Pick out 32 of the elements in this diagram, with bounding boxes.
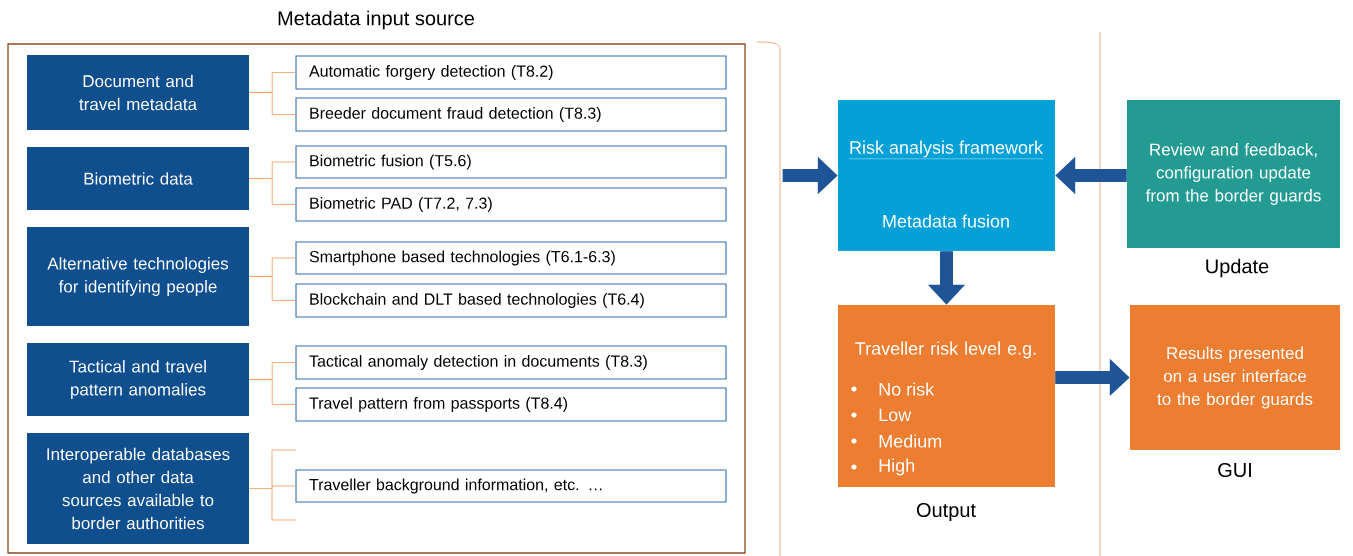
caption-label: GUI (1218, 462, 1251, 478)
node-label: High (879, 458, 915, 476)
category-box: Alternative technologies for identifying people (27, 227, 249, 326)
node-label: Metadata input source (278, 10, 475, 30)
node-label: Low (879, 408, 912, 422)
source-box: Smartphone based technologies (T6.1-6.3) (295, 241, 727, 275)
result-box: Results presented on a user interface to the border guards (1130, 305, 1340, 450)
caption-label: Update (1206, 258, 1269, 278)
bracket-line (248, 379, 296, 405)
feedback-box: Review and feedback, configuration update from the border guards (1127, 100, 1340, 248)
node-label: Medium (879, 434, 942, 448)
category-box: Interoperable databases and other data sources available to border authorities (27, 433, 249, 544)
source-box: Biometric PAD (T7.2, 7.3) (295, 187, 727, 222)
source-box: Automatic forgery detection (T8.2) (295, 55, 727, 90)
category-box: Biometric data (27, 147, 249, 210)
source-box: Breeder document fraud detection (T8.3) (295, 97, 727, 132)
node-label: No risk (879, 382, 935, 396)
caption-label: Output (916, 502, 976, 522)
source-box: Blockchain and DLT based technologies (T6.4) (295, 283, 727, 318)
bracket-line (248, 178, 296, 205)
source-box: Traveller background information, etc. … (295, 469, 727, 503)
source-box: Tactical anomaly detection in documents (T8.3) (295, 345, 727, 380)
category-box: Tactical and travel pattern anomalies (27, 343, 249, 416)
process-box: Risk analysis framework Metadata fusion (838, 100, 1055, 251)
bracket-line (248, 485, 296, 489)
bracket-line (248, 276, 296, 301)
category-box: Document and travel metadata (27, 55, 249, 130)
output-box: Traveller risk level e.g. No risk Low Medium High (838, 305, 1055, 487)
bracket-line (248, 92, 296, 115)
node-label: Traveller risk level e.g. (855, 341, 1036, 359)
source-box: Biometric fusion (T5.6) (295, 145, 727, 179)
source-box: Travel pattern from passports (T8.4) (295, 387, 727, 422)
